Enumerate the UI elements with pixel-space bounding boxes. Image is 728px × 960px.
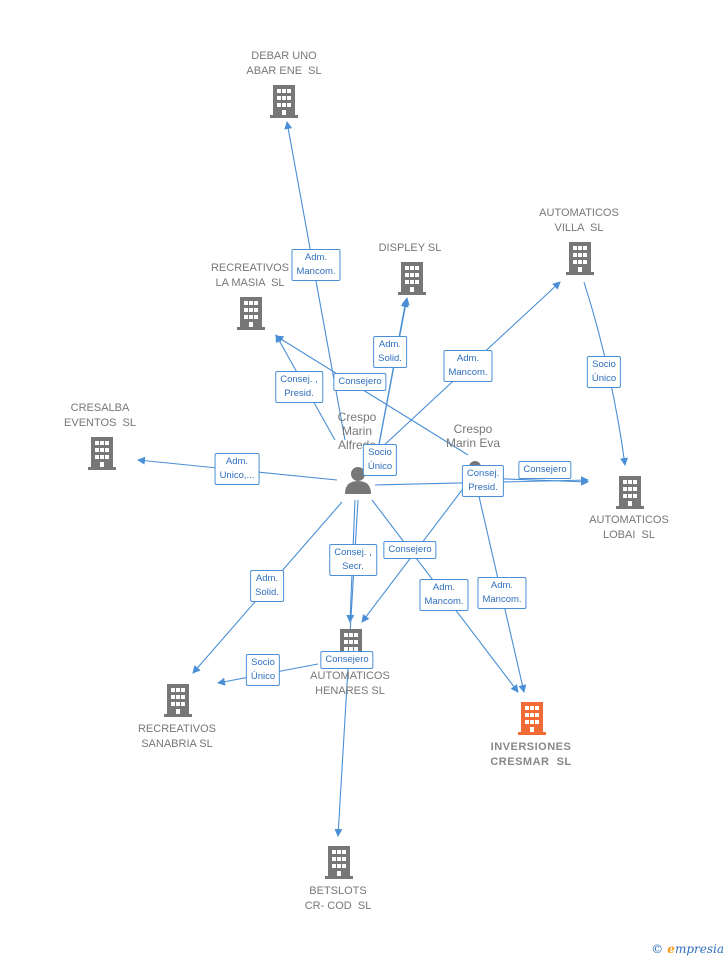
company-label-automaticos-villa[interactable]: AUTOMATICOS VILLA SL bbox=[539, 207, 619, 234]
edge-label[interactable]: Socio Único bbox=[586, 356, 622, 388]
building-icon bbox=[398, 262, 426, 295]
edge-label[interactable]: Consejero bbox=[518, 461, 572, 479]
building-icon bbox=[164, 684, 192, 717]
building-icon bbox=[270, 85, 298, 118]
edge-label[interactable]: Adm. Mancom. bbox=[419, 579, 469, 611]
person-icon bbox=[345, 467, 371, 494]
edge-label[interactable]: Consejero bbox=[320, 651, 374, 669]
building-icon bbox=[88, 437, 116, 470]
person-label-eva[interactable]: Crespo Marin Eva bbox=[445, 422, 501, 450]
edge-label[interactable]: Adm. Solid. bbox=[373, 336, 407, 368]
edge-label[interactable]: Consejero bbox=[383, 541, 437, 559]
company-label-automaticos-henares[interactable]: AUTOMATICOS HENARES SL bbox=[310, 670, 390, 697]
brand-logo: ©empresia bbox=[651, 942, 724, 956]
edge-line bbox=[375, 299, 409, 461]
company-label-cresalba[interactable]: CRESALBA EVENTOS SL bbox=[64, 402, 136, 429]
building-icon bbox=[616, 476, 644, 509]
brand-name: mpresia bbox=[674, 942, 724, 956]
company-label-recreativos-masia[interactable]: RECREATIVOS LA MASIA SL bbox=[210, 262, 290, 289]
company-label-inversiones-cresmar[interactable]: INVERSIONES CRESMAR SL bbox=[490, 741, 572, 768]
edge-label[interactable]: Adm. Mancom. bbox=[443, 350, 493, 382]
building-icon bbox=[325, 846, 353, 879]
building-icon bbox=[237, 297, 265, 330]
building-icon-highlight bbox=[518, 702, 546, 735]
edge-line bbox=[275, 335, 469, 456]
edge-label[interactable]: Consejero bbox=[333, 373, 387, 391]
company-label-automaticos-lobai[interactable]: AUTOMATICOS LOBAI SL bbox=[589, 514, 669, 541]
brand-initial: e bbox=[667, 942, 675, 956]
edge-label[interactable]: Adm. Unico,... bbox=[214, 453, 260, 485]
edge-label[interactable]: Consej. , Secr. bbox=[329, 544, 377, 576]
building-icon bbox=[566, 242, 594, 275]
edge-label[interactable]: Consej. , Presid. bbox=[275, 371, 323, 403]
copyright-icon: © bbox=[651, 942, 664, 956]
edge-label[interactable]: Consej. Presid. bbox=[461, 465, 505, 497]
edge-label[interactable]: Adm. Mancom. bbox=[477, 577, 527, 609]
edge-label[interactable]: Socio Único bbox=[362, 444, 398, 476]
company-label-debar-uno[interactable]: DEBAR UNO ABAR ENE SL bbox=[246, 50, 322, 77]
edge-label[interactable]: Adm. Solid. bbox=[250, 570, 284, 602]
edge-label[interactable]: Socio Único bbox=[245, 654, 281, 686]
edge-label[interactable]: Adm. Mancom. bbox=[291, 249, 341, 281]
company-label-displey[interactable]: DISPLEY SL bbox=[378, 242, 442, 254]
company-label-recreativos-sanabria[interactable]: RECREATIVOS SANABRIA SL bbox=[137, 723, 217, 750]
company-label-betslots[interactable]: BETSLOTS CR- COD SL bbox=[304, 885, 372, 912]
